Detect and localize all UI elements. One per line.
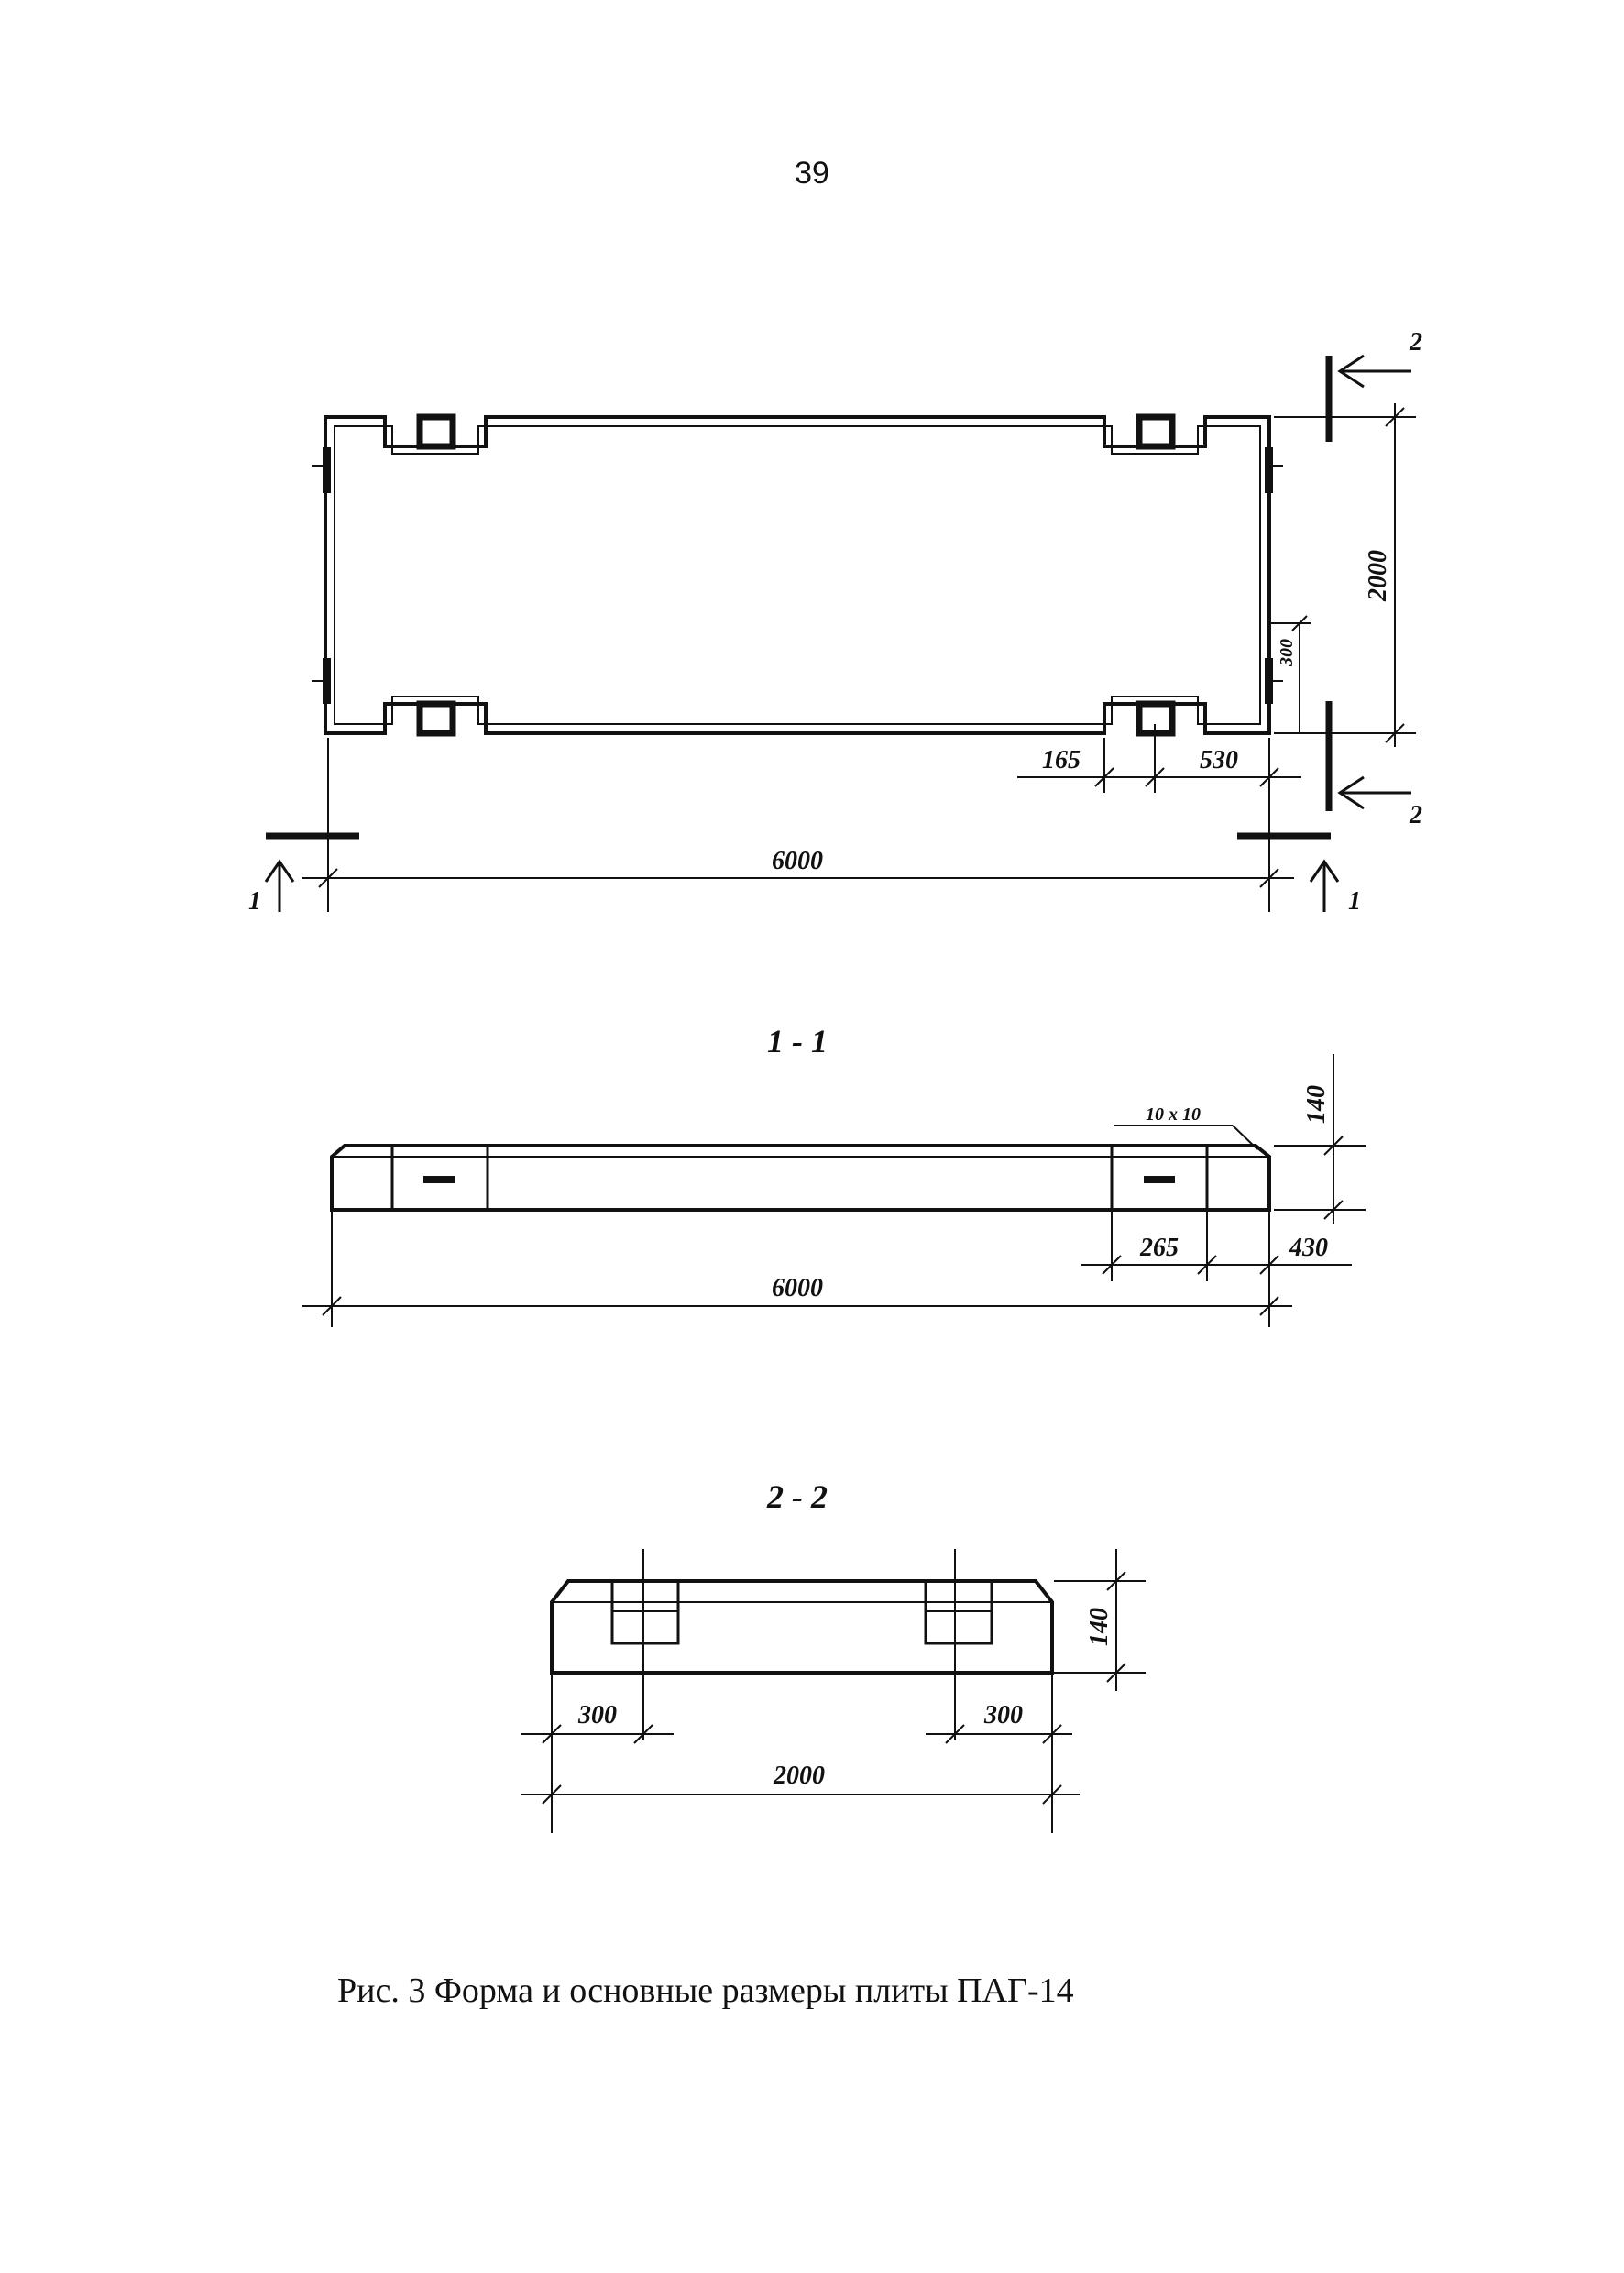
section-1-1-length-label: 6000 [772,1274,823,1302]
page-number: 39 [795,156,829,191]
section-1-1-loop-left [423,1176,455,1183]
plan-dim-width: 2000 [1274,403,1416,747]
lifting-loop-bottom-left [416,700,456,737]
section-1-1-chamfer-label: 10 x 10 [1146,1104,1201,1125]
section-mark-2: 2 2 [1325,328,1422,829]
section-2-2-width-label: 2000 [773,1762,825,1790]
section-2-2-right-offset-label: 300 [983,1701,1023,1729]
plan-dim-length: 6000 [302,738,1294,912]
section-1-1-title: 1 - 1 [767,1023,828,1060]
lifting-loop-top-right [1136,413,1176,450]
embedded-plate-right-top [1265,447,1273,493]
section-1-1-loop-right [1144,1176,1175,1183]
plan-view: 2000 300 165 530 [248,328,1422,916]
section-1-1-notch-offset-label: 430 [1289,1234,1328,1262]
section-1-1: 1 - 1 10 x 10 140 [302,1023,1366,1327]
section-mark-2-top: 2 [1409,328,1422,357]
embedded-plate-right-bottom [1265,658,1273,704]
plan-dim-edge-offset: 300 [1269,615,1320,734]
figure-caption: Рис. 3 Форма и основные размеры плиты ПА… [337,1971,1074,2010]
section-1-1-outline [330,1144,1271,1212]
section-2-2-left-offset-label: 300 [577,1701,617,1729]
section-2-2: 2 - 2 140 300 [521,1478,1146,1833]
plan-notch-offset-label: 530 [1200,746,1238,774]
embedded-plate-left-top [323,447,331,493]
section-mark-1-right: 1 [1348,887,1361,916]
section-2-2-outline [550,1579,1054,1675]
plan-edge-offset-label: 300 [1277,639,1297,667]
plan-slab-inner-outline [334,425,1261,725]
plan-width-label: 2000 [1364,550,1392,602]
section-mark-2-bottom: 2 [1409,801,1422,829]
plan-length-label: 6000 [772,847,823,875]
section-2-2-height-label: 140 [1085,1608,1114,1646]
section-1-1-notch-width-label: 265 [1139,1234,1179,1262]
lifting-loop-bottom-right [1136,700,1176,737]
section-mark-1-left: 1 [248,887,261,916]
section-2-2-title: 2 - 2 [766,1478,828,1515]
section-1-1-height-label: 140 [1302,1085,1331,1124]
section-mark-1: 1 1 [248,832,1361,916]
embedded-plate-left-bottom [323,658,331,704]
lifting-loop-top-left [416,413,456,450]
plan-notch-width-label: 165 [1042,746,1081,774]
plan-slab-outline [324,415,1271,735]
